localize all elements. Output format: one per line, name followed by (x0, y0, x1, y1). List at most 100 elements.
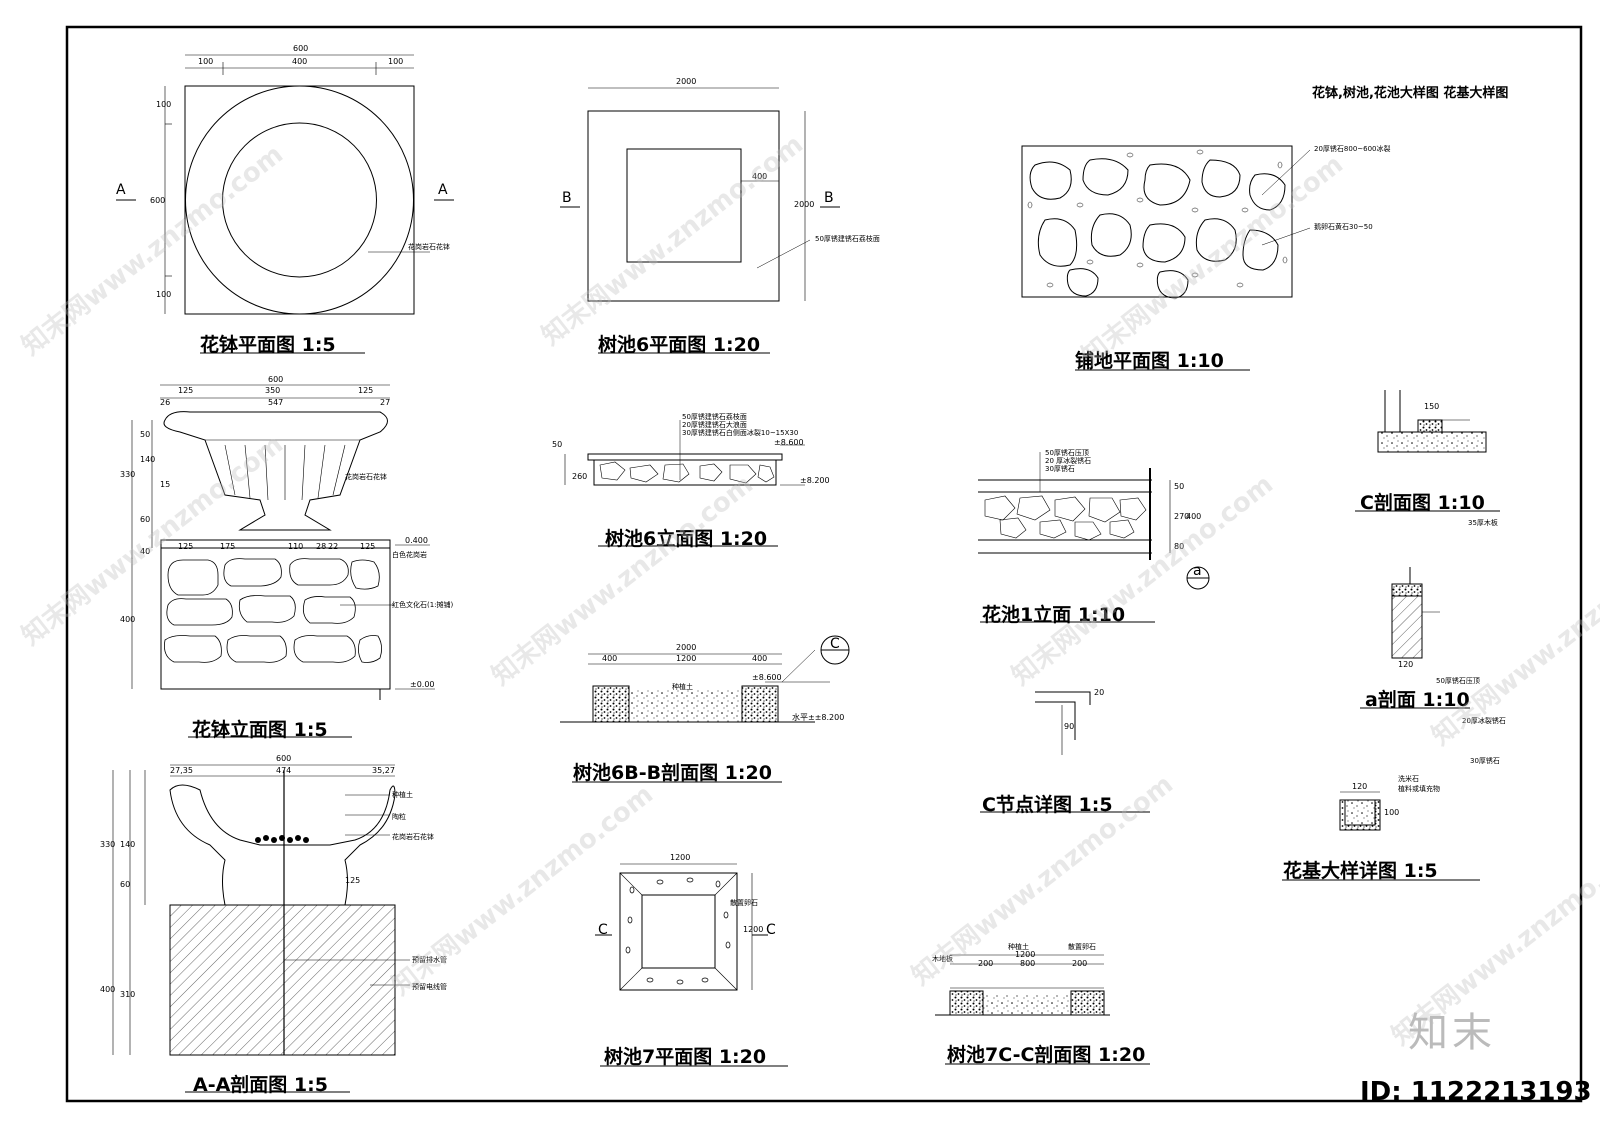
level-8200: ±8.200 (800, 476, 830, 485)
dim-400: 400 (752, 172, 768, 181)
sheet-title: 花钵,树池,花池大样图 花基大样图 (1312, 86, 1509, 101)
title-tree6-elevation: 树池6立面图 1:20 (605, 528, 768, 550)
tree7-cc-section (935, 954, 1110, 1016)
c-section (1377, 390, 1487, 453)
dim-120: 120 (1398, 660, 1414, 669)
title-aa-section: A-A剖面图 1:5 (193, 1074, 328, 1096)
dim-28: 28 (316, 542, 327, 551)
note-soil-cc: 种植土 (1008, 943, 1029, 951)
note-wall-stone: 红色文化石(1:摊铺) (392, 601, 454, 609)
dim-100: 100 (198, 57, 214, 66)
a-section (1391, 567, 1440, 659)
title-c-node: C节点详图 1:5 (982, 794, 1113, 816)
title-paving-plan: 铺地平面图 1:10 (1075, 350, 1224, 372)
dim-50: 50 (140, 430, 151, 439)
dim-100: 100 (1384, 808, 1400, 817)
note-loose-stone: 散置卵石 (730, 899, 758, 907)
dim-600: 600 (150, 196, 166, 205)
dim-80: 80 (1174, 542, 1185, 551)
note-tree6-board: 50厚锈建锈石荔枝面 (815, 235, 880, 243)
dim-140: 140 (120, 840, 136, 849)
dim-600: 600 (268, 375, 284, 384)
dim-35-27: 35,27 (372, 766, 395, 775)
dim-260: 260 (572, 472, 588, 481)
dim-400: 400 (120, 615, 136, 624)
title-c-section: C剖面图 1:10 (1360, 492, 1485, 514)
dim-310: 310 (120, 990, 136, 999)
dim-400: 400 (1186, 512, 1202, 521)
dim-100: 100 (156, 100, 172, 109)
dim-140: 140 (140, 455, 156, 464)
title-a-section: a剖面 1:10 (1365, 689, 1470, 711)
tree6-bb-section (560, 635, 850, 723)
dim-474: 474 (276, 766, 292, 775)
dim-600: 600 (293, 44, 309, 53)
dim-270: 270 (1174, 512, 1190, 521)
note-pot-stone: 花岗岩石花钵 (392, 833, 434, 841)
level-8600-bb: ±8.600 (752, 673, 782, 682)
dim-350: 350 (265, 386, 281, 395)
base-detail (1339, 791, 1381, 831)
note-loose-stone-cc: 散置卵石 (1068, 943, 1096, 951)
asset-id: ID: 1122213193 (1360, 1077, 1592, 1107)
note-soil-bb: 种植土 (672, 683, 693, 691)
dim-200: 200 (978, 959, 994, 968)
dim-50: 50 (552, 440, 563, 449)
dim-175: 175 (220, 542, 236, 551)
level-000: ±0.00 (410, 680, 435, 689)
dim-400: 400 (100, 985, 116, 994)
paving-plan (1021, 145, 1311, 299)
note-a-n2: 20厚冰裂锈石 (1462, 717, 1506, 725)
dim-125: 125 (345, 876, 361, 885)
dim-26: 26 (160, 398, 171, 407)
section-mark-c-left: C (598, 922, 608, 938)
aa-section (112, 764, 410, 1056)
dim-800: 800 (1020, 959, 1036, 968)
note-tree6-e1: 50厚锈建锈石荔枝面 (682, 413, 747, 421)
note-base-n2: 植料或填充物 (1398, 785, 1440, 793)
tree6-elevation (564, 420, 805, 486)
note-pipe1: 预留排水管 (412, 956, 447, 964)
note-planter-n1: 50厚锈石压顶 (1045, 449, 1089, 457)
level-0400: 0.400 (405, 536, 428, 545)
note-pot-stone: 花岗岩石花钵 (345, 473, 387, 481)
dim-125: 125 (358, 386, 374, 395)
dim-547: 547 (268, 398, 284, 407)
dim-2000: 2000 (676, 643, 697, 652)
dim-1200: 1200 (1015, 950, 1036, 959)
note-a-n3: 30厚锈石 (1470, 757, 1500, 765)
title-planter1-elevation: 花池1立面 1:10 (982, 604, 1126, 626)
tree7-plan (595, 863, 768, 991)
section-mark-a-callout: a (1193, 563, 1202, 579)
note-pave2: 鹅卵石黄石30~50 (1314, 223, 1373, 231)
note-a-n1: 50厚锈石压顶 (1436, 677, 1480, 685)
dim-400: 400 (752, 654, 768, 663)
note-planter-n2: 20 厚冰裂锈石 (1045, 457, 1092, 465)
dim-100: 100 (388, 57, 404, 66)
dim-22: 22 (328, 542, 339, 551)
dim-400: 400 (602, 654, 618, 663)
dim-150: 150 (1424, 402, 1440, 411)
dim-90: 90 (1064, 722, 1075, 731)
title-tree7-cc: 树池7C-C剖面图 1:20 (947, 1044, 1146, 1066)
planter1-elevation (978, 452, 1210, 590)
section-mark-a-right: A (438, 182, 448, 198)
tree7-pebbles (625, 877, 731, 985)
section-mark-b-left: B (562, 190, 572, 206)
section-mark-c-right: C (766, 922, 776, 938)
dim-125: 125 (178, 542, 194, 551)
note-soil: 种植土 (392, 791, 413, 799)
dim-125: 125 (178, 386, 194, 395)
note-tree6-e3: 30厚锈建锈石白侧面冰裂10~15X30 (682, 429, 799, 437)
note-wood-board: 木地板 (932, 955, 953, 963)
flowerpot-plan (116, 54, 454, 315)
section-mark-c-callout: C (830, 636, 840, 652)
note-cap-stone: 白色花岗岩 (392, 551, 427, 559)
dim-100: 100 (156, 290, 172, 299)
title-base-detail: 花基大样详图 1:5 (1283, 860, 1438, 882)
note-planter-n3: 30厚锈石 (1045, 465, 1075, 473)
dim-60: 60 (120, 880, 131, 889)
title-underlines (185, 352, 1500, 1093)
note-tree6-e2: 20厚锈建锈石大浪面 (682, 421, 747, 429)
dim-20: 20 (1094, 688, 1105, 697)
